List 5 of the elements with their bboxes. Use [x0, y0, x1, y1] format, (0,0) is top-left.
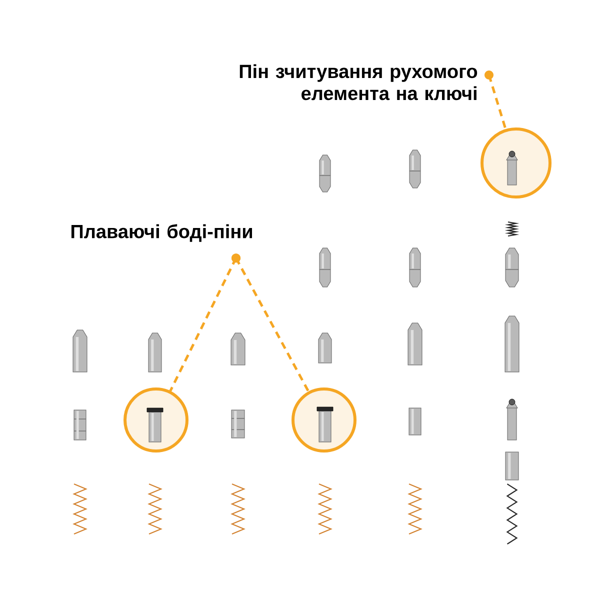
leader-line — [232, 254, 310, 392]
leader-line — [484, 70, 507, 130]
highlight-circle — [480, 128, 552, 198]
callout-text: Пін зчитування рухомого елемента на ключі — [240, 64, 478, 100]
callout-text: Плаваючі боді-піни — [71, 224, 252, 242]
